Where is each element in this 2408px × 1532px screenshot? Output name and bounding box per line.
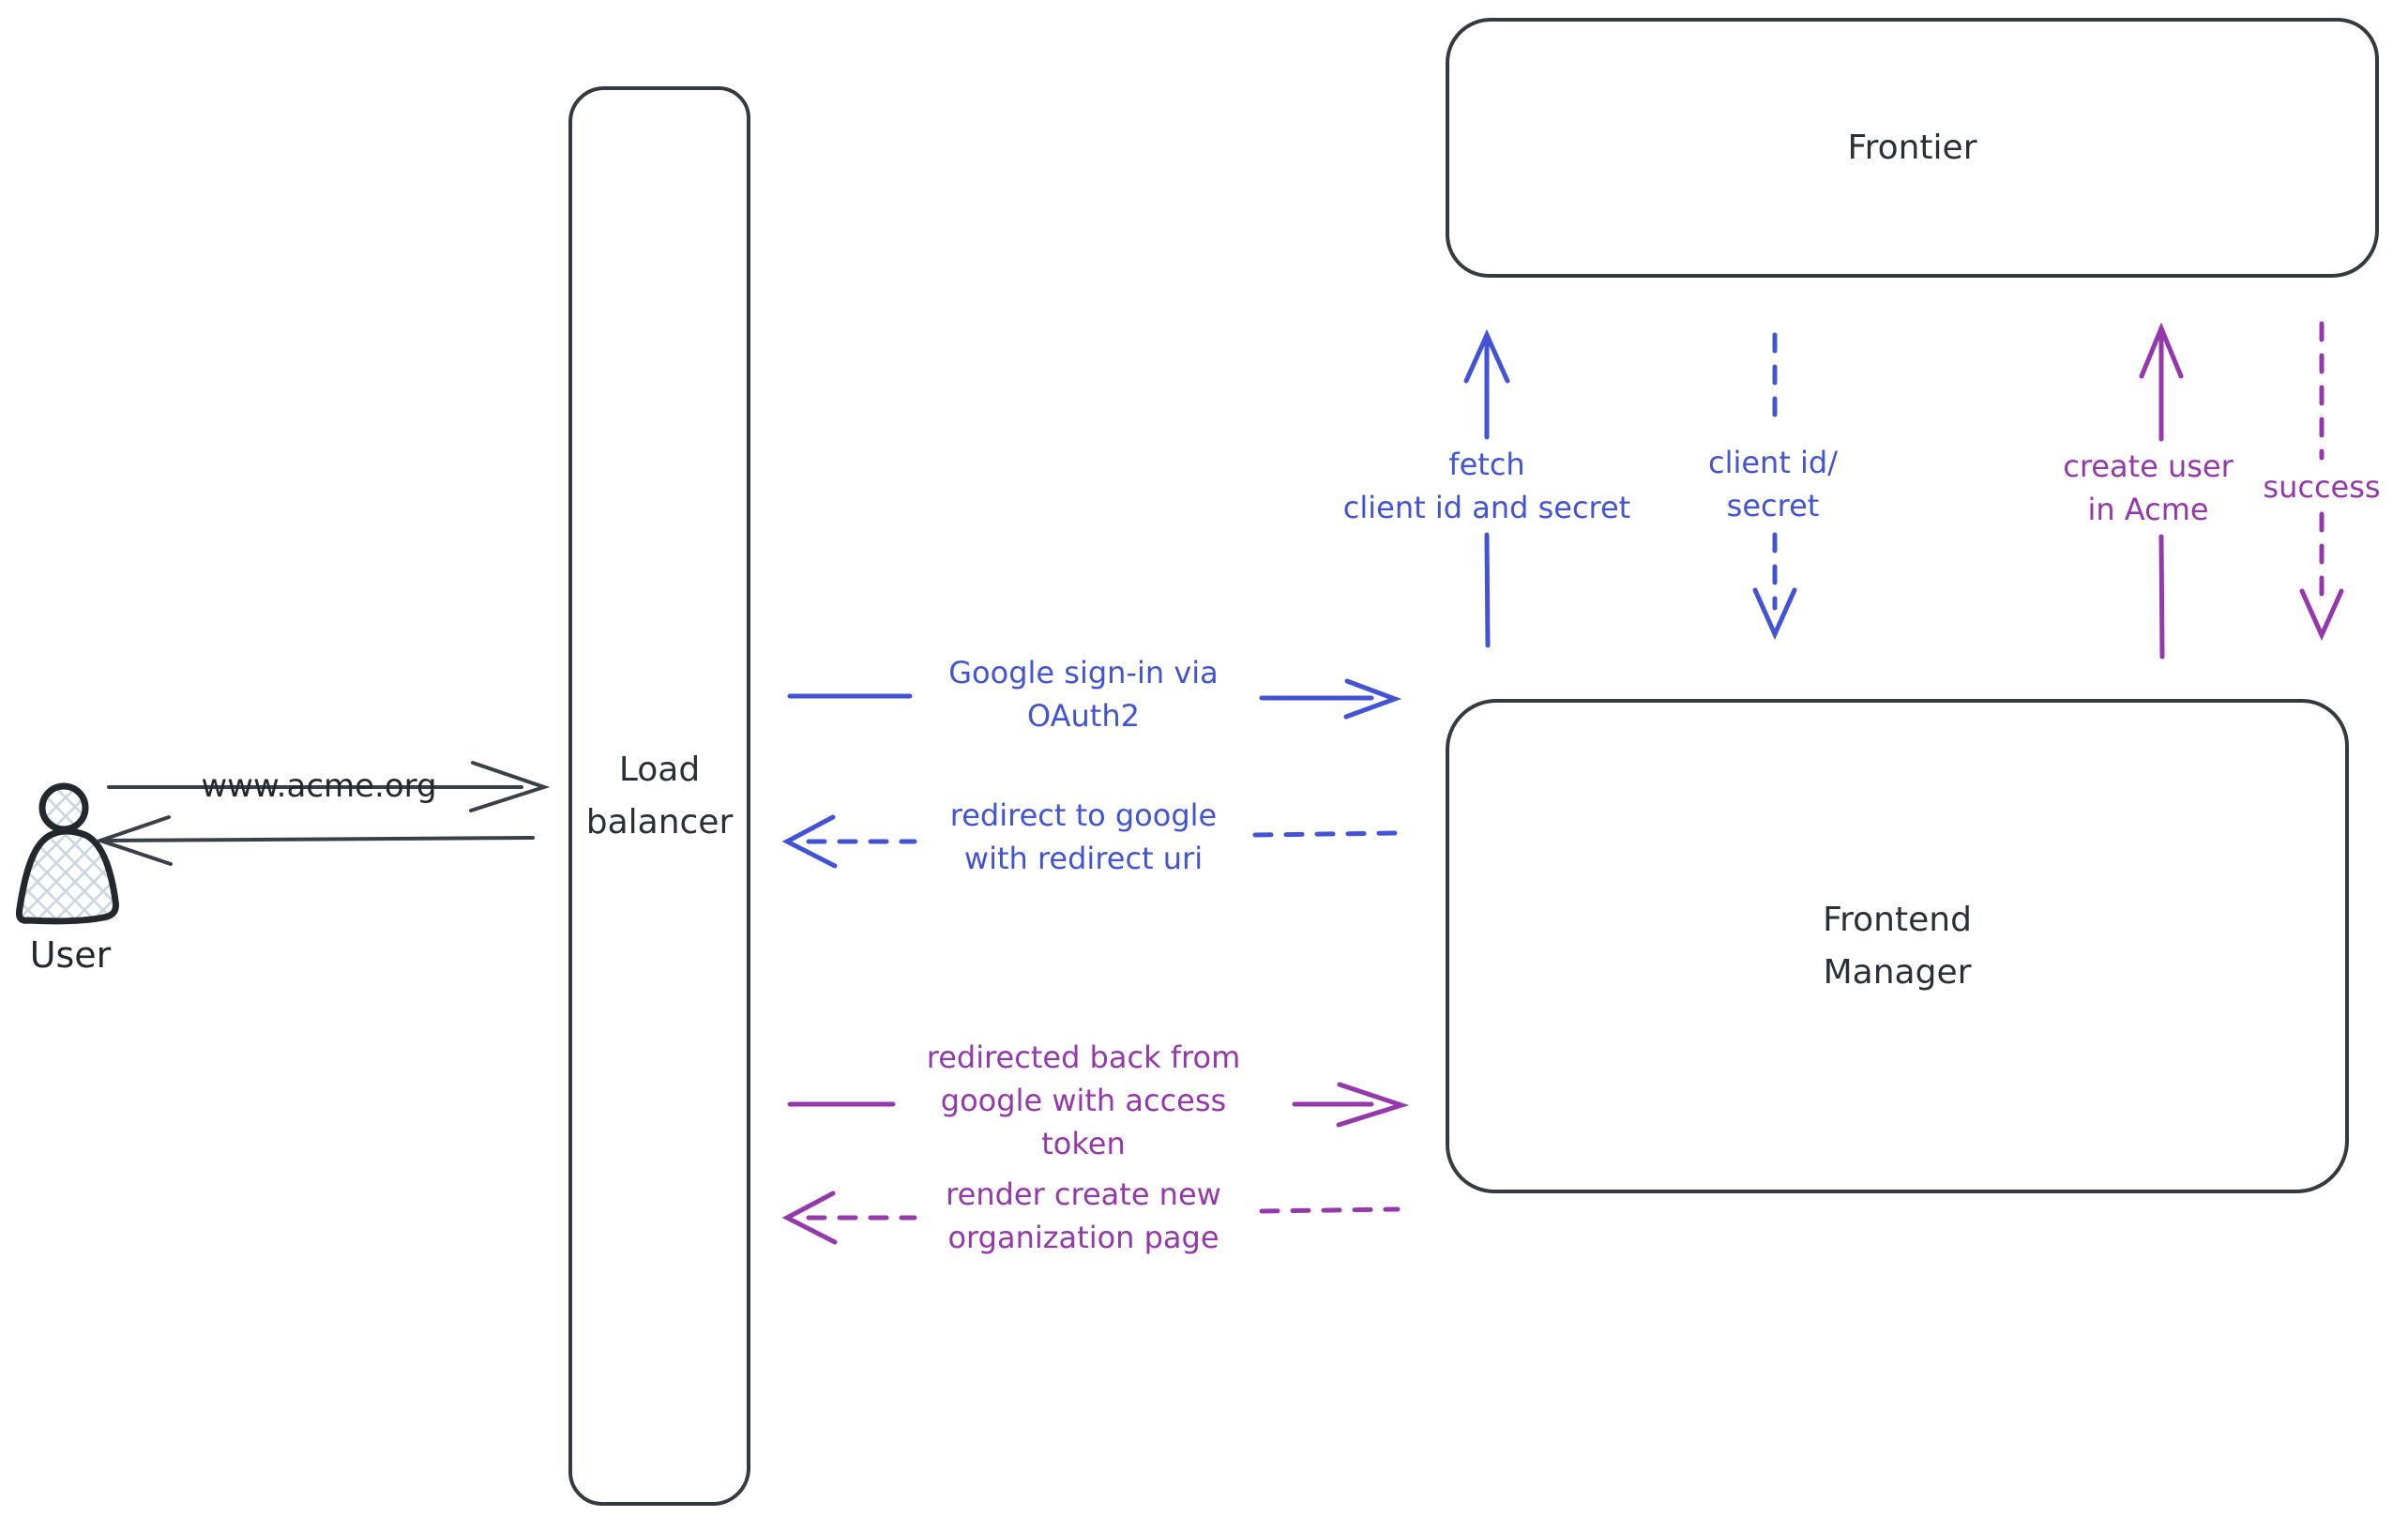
load-balancer-label-line2: balancer	[585, 802, 734, 842]
person-body	[15, 827, 119, 925]
load-balancer-node: Load balancer	[568, 86, 750, 1506]
create-user-label: create user in Acme	[2063, 448, 2234, 527]
google-signin-label: Google sign-in via OAuth2	[948, 655, 1219, 734]
frontend-manager-node: Frontend Manager	[1446, 699, 2349, 1193]
client-id-secret-label: client id/ secret	[1707, 445, 1839, 523]
success-label: success	[2263, 469, 2381, 505]
acme-request-label: www.acme.org	[201, 767, 437, 805]
render-org-page-label: render create new organization page	[946, 1176, 1221, 1255]
fetch-client-secret-label: fetch client id and secret	[1342, 447, 1631, 525]
person-head	[38, 782, 89, 833]
load-balancer-label-line1: Load	[618, 750, 701, 789]
redirect-to-google-label: redirect to google with redirect uri	[949, 797, 1218, 876]
frontier-node: Frontier	[1446, 18, 2379, 278]
frontend-manager-label-line2: Manager	[1823, 952, 1972, 992]
frontier-label: Frontier	[1847, 128, 1977, 167]
user-label: User	[29, 934, 112, 976]
frontend-manager-label-line1: Frontend	[1823, 900, 1972, 939]
arrow-acme-response	[94, 815, 535, 866]
person-icon	[15, 782, 119, 925]
redirected-back-label: redirected back from google with access …	[926, 1039, 1241, 1161]
